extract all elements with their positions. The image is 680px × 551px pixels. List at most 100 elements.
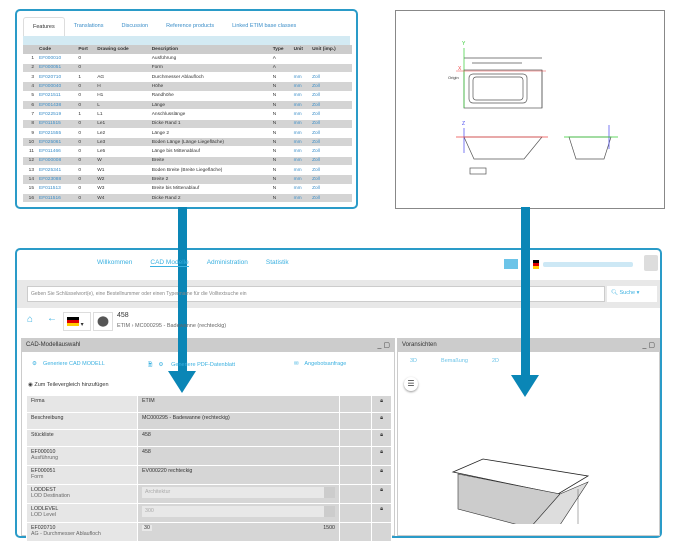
lock-icon[interactable]: 🔒︎ xyxy=(380,468,383,474)
table-cell[interactable]: mm xyxy=(291,81,311,92)
table-cell[interactable] xyxy=(291,54,311,64)
column-header[interactable]: Code xyxy=(37,45,77,54)
nav-item[interactable]: Administration xyxy=(206,259,248,266)
lock-icon[interactable]: 🔒︎ xyxy=(380,415,383,421)
table-cell[interactable]: mm xyxy=(291,184,311,194)
table-cell[interactable]: mm xyxy=(291,91,311,102)
table-cell[interactable]: EF022519 xyxy=(37,109,77,120)
table-cell[interactable]: EF000008 xyxy=(37,156,77,167)
window-controls[interactable]: _ ▢ xyxy=(642,342,655,349)
tab-0[interactable]: Features xyxy=(23,17,65,37)
nav-item[interactable]: Willkommen xyxy=(97,259,133,266)
window-controls[interactable]: _ ▢ xyxy=(377,342,390,349)
nav-item[interactable]: Statistik xyxy=(265,259,289,266)
home-icon[interactable]: ⌂ xyxy=(27,314,34,325)
preview-tab[interactable]: 3D xyxy=(410,358,418,364)
table-cell[interactable]: mm xyxy=(291,156,311,167)
table-cell[interactable]: Zoll xyxy=(310,184,352,194)
language-select[interactable]: ▾ xyxy=(63,312,91,331)
table-cell[interactable]: mm xyxy=(291,193,311,204)
column-header[interactable]: Description xyxy=(149,45,271,54)
tab-3[interactable]: Reference products xyxy=(166,23,215,29)
column-header[interactable]: Type xyxy=(270,45,292,54)
lock-icon[interactable]: 🔒︎ xyxy=(380,487,383,493)
column-header[interactable]: Unit (imp.) xyxy=(310,45,352,54)
table-cell[interactable] xyxy=(291,63,311,74)
table-cell[interactable]: EF000010 xyxy=(37,54,77,64)
column-header[interactable]: Port xyxy=(76,45,96,54)
table-cell[interactable]: EF000051 xyxy=(37,63,77,74)
table-cell[interactable]: mm xyxy=(291,165,311,176)
lock-icon[interactable]: 🔒︎ xyxy=(380,449,383,455)
column-header[interactable]: Drawing code xyxy=(95,45,150,54)
table-cell[interactable]: EF025341 xyxy=(37,165,77,176)
table-cell[interactable]: Zoll xyxy=(310,146,352,157)
column-header[interactable]: Unit xyxy=(291,45,311,54)
add-to-comparison-button[interactable]: ◉ Zum Teilevergleich hinzufügen xyxy=(28,382,109,388)
table-cell[interactable]: EF021555 xyxy=(37,128,77,139)
table-cell[interactable]: Zoll xyxy=(310,165,352,176)
tab-2[interactable]: Discussion xyxy=(121,23,149,29)
breadcrumb-class[interactable]: MC000295 - Badewanne (rechteckig) xyxy=(135,323,227,329)
mail-icon[interactable] xyxy=(504,259,518,269)
table-cell[interactable]: mm xyxy=(291,100,311,111)
table-cell[interactable]: EF011516 xyxy=(37,193,77,204)
table-cell[interactable]: Zoll xyxy=(310,72,352,83)
nav-item[interactable]: CAD Modelle xyxy=(150,259,189,267)
table-cell[interactable] xyxy=(310,54,352,64)
table-cell[interactable]: mm xyxy=(291,137,311,148)
table-cell[interactable]: Zoll xyxy=(310,81,352,92)
table-cell[interactable]: mm xyxy=(291,146,311,157)
empty-cell xyxy=(339,522,372,542)
lock-icon[interactable]: 🔒︎ xyxy=(380,398,383,404)
table-cell[interactable]: Zoll xyxy=(310,109,352,120)
table-cell[interactable]: Zoll xyxy=(310,193,352,204)
search-button[interactable]: 🔍︎ Suche ▾ xyxy=(607,286,657,302)
table-cell: 0 xyxy=(76,174,96,185)
property-select[interactable]: Architektur xyxy=(142,487,335,498)
back-arrow-icon[interactable]: ← xyxy=(47,313,57,324)
table-cell[interactable]: mm xyxy=(291,109,311,120)
generate-pdf-button[interactable]: 🗎 ⚙ Generiere PDF-Datenblatt xyxy=(148,362,235,368)
preview-tab[interactable]: 2D xyxy=(491,358,499,364)
breadcrumb-etim[interactable]: ETIM xyxy=(117,323,131,329)
table-cell[interactable]: Zoll xyxy=(310,137,352,148)
table-cell[interactable]: EF000040 xyxy=(37,81,77,92)
lock-icon[interactable]: 🔒︎ xyxy=(380,506,383,512)
quote-request-button[interactable]: ✉ Angebotsanfrage xyxy=(294,361,347,367)
list-menu-icon[interactable]: ☰ xyxy=(404,377,418,391)
table-cell[interactable]: Zoll xyxy=(310,128,352,139)
german-flag-icon[interactable] xyxy=(533,260,539,269)
table-cell[interactable]: Zoll xyxy=(310,174,352,185)
preview-tab[interactable]: Bemaßung xyxy=(441,358,468,364)
table-cell[interactable]: Zoll xyxy=(310,91,352,102)
table-cell[interactable]: mm xyxy=(291,128,311,139)
table-cell[interactable]: mm xyxy=(291,119,311,129)
lock-icon[interactable]: 🔒︎ xyxy=(380,432,383,438)
generate-cad-button[interactable]: ⚙ Generiere CAD MODELL xyxy=(32,361,105,367)
table-cell[interactable]: EF023088 xyxy=(37,174,77,185)
property-select[interactable]: 300 xyxy=(142,506,335,517)
tab-4[interactable]: Linked ETIM base classes xyxy=(232,23,297,29)
tab-1[interactable]: Translations xyxy=(73,23,104,29)
table-cell[interactable]: Zoll xyxy=(310,100,352,111)
search-input[interactable]: Geben Sie Schlüsselwort(e), eine Bestell… xyxy=(31,291,247,297)
table-cell[interactable]: mm xyxy=(291,174,311,185)
table-cell[interactable]: EF011466 xyxy=(37,146,77,157)
table-cell[interactable]: EF001438 xyxy=(37,100,77,111)
table-cell[interactable]: Zoll xyxy=(310,156,352,167)
avatar[interactable] xyxy=(644,255,658,271)
column-header[interactable] xyxy=(23,45,37,54)
table-cell[interactable]: EF011515 xyxy=(37,119,77,129)
range-min[interactable]: 30 xyxy=(142,525,152,531)
table-cell[interactable]: Zoll xyxy=(310,119,352,129)
search-field-box[interactable] xyxy=(27,286,605,302)
user-email-blurred[interactable] xyxy=(543,262,633,267)
table-cell[interactable] xyxy=(310,63,352,74)
table-cell[interactable]: EF011513 xyxy=(37,184,77,194)
table-cell[interactable]: EF021511 xyxy=(37,91,77,102)
table-cell[interactable]: EF025061 xyxy=(37,137,77,148)
table-cell[interactable]: EF020710 xyxy=(37,72,77,83)
table-cell[interactable]: mm xyxy=(291,72,311,83)
